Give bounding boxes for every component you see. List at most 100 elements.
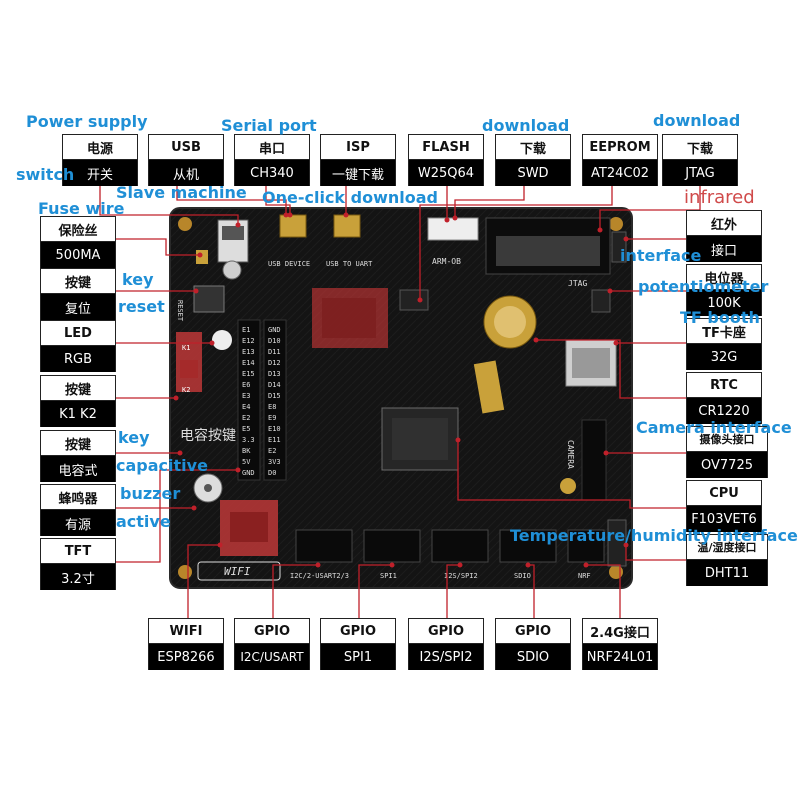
label-top: USB <box>149 135 223 160</box>
label-bottom: OV7725 <box>687 452 767 478</box>
nrf-header <box>567 529 605 563</box>
label-top: LED <box>41 321 115 346</box>
label-top: GPIO <box>321 619 395 644</box>
en-key-reset: key <box>122 270 154 289</box>
label-top: 下载 <box>663 135 737 160</box>
en-switch: switch <box>16 165 75 184</box>
gpio-header-i2c <box>295 529 353 563</box>
usb-uart-connector <box>333 214 361 238</box>
en-interface: interface <box>620 246 702 265</box>
en-one-click-download: One-click download <box>262 188 438 207</box>
tft-pin-label: D13 <box>268 370 281 378</box>
tft-pin-label: E5 <box>242 425 250 433</box>
label-bottom: SPI1 <box>321 644 395 670</box>
label-gpio-sdio: GPIO SDIO <box>495 618 571 670</box>
reset-button <box>193 285 225 313</box>
label-top: RTC <box>687 373 761 398</box>
tft-pin-label: E11 <box>268 436 281 444</box>
label-usb-slave: USB 从机 <box>148 134 224 186</box>
label-bottom: RGB <box>41 346 115 372</box>
mount-hole <box>609 565 623 579</box>
label-reset-key: 按键 复位 <box>40 268 116 320</box>
rgb-led <box>212 330 232 350</box>
label-capacitive-key: 按键 电容式 <box>40 430 116 482</box>
tft-pin-label: GND <box>268 326 281 334</box>
label-keys-k1-k2: 按键 K1 K2 <box>40 375 116 427</box>
tft-pin-label: E14 <box>242 359 255 367</box>
tft-pin-label: 3V3 <box>268 458 281 466</box>
en-potentiometer: potentiometer <box>638 277 769 296</box>
label-buzzer: 蜂鸣器 有源 <box>40 484 116 536</box>
leader-lines <box>99 184 701 620</box>
leader-dots <box>173 212 629 568</box>
label-bottom: NRF24L01 <box>583 644 657 670</box>
label-top: 下载 <box>496 135 570 160</box>
label-potentiometer: 电位器 100K <box>686 264 762 316</box>
gpio-header-i2s <box>431 529 489 563</box>
label-top: 电位器 <box>687 265 761 290</box>
label-swd: 下载 SWD <box>495 134 571 186</box>
mount-hole <box>609 217 623 231</box>
label-top: CPU <box>687 481 761 506</box>
label-top: 温/湿度接口 <box>687 535 767 560</box>
label-bottom: SDIO <box>496 644 570 670</box>
label-bottom: 电容式 <box>41 456 115 482</box>
silk-i2c: I2C/2-USART2/3 <box>290 572 349 580</box>
tft-pin-label: E6 <box>242 381 250 389</box>
tft-pin-label: D12 <box>268 359 281 367</box>
label-gpio-spi1: GPIO SPI1 <box>320 618 396 670</box>
en-download-jtag: download <box>653 111 741 130</box>
label-top: WIFI <box>149 619 223 644</box>
en-serial-port: Serial port <box>221 116 317 135</box>
gpio-header-sdio <box>499 529 557 563</box>
en-fuse-wire: Fuse wire <box>38 199 125 218</box>
tft-pin-label: 5V <box>242 458 251 466</box>
label-top: 红外 <box>687 211 761 236</box>
tft-pin-label: E3 <box>242 392 250 400</box>
en-reset: reset <box>118 297 165 316</box>
silk-k2: K2 <box>182 386 190 394</box>
silk-wifi: WIFI <box>224 565 251 578</box>
label-tf-card: TF卡座 32G <box>686 318 762 370</box>
label-flash: FLASH W25Q64 <box>408 134 484 186</box>
label-top: 摄像头接口 <box>687 427 767 452</box>
label-tft: TFT 3.2寸 <box>40 538 116 590</box>
label-rtc: RTC CR1220 <box>686 372 762 424</box>
silk-nrf: NRF <box>578 572 591 580</box>
flash-chip <box>399 289 429 311</box>
label-bottom: K1 K2 <box>41 401 115 427</box>
label-fuse: 保险丝 500MA <box>40 216 116 268</box>
tft-pin-label: E1 <box>242 326 250 334</box>
silk-spi1: SPI1 <box>380 572 397 580</box>
label-top: 蜂鸣器 <box>41 485 115 510</box>
tft-pin-label: E10 <box>268 425 281 433</box>
label-power-switch: 电源 开关 <box>62 134 138 186</box>
label-bottom: 32G <box>687 344 761 370</box>
label-bottom: W25Q64 <box>409 160 483 186</box>
label-top: 按键 <box>41 431 115 456</box>
label-gpio-i2c: GPIO I2C/USART <box>234 618 310 670</box>
label-jtag: 下载 JTAG <box>662 134 738 186</box>
en-capacitive: capacitive <box>116 456 208 475</box>
en-camera-interface: Camera interface <box>636 418 792 437</box>
silk-arm-ob: ARM-OB <box>432 257 461 266</box>
en-active: active <box>116 512 171 531</box>
mount-hole <box>178 217 192 231</box>
label-bottom: 100K <box>687 290 761 316</box>
label-top: FLASH <box>409 135 483 160</box>
label-bottom: CH340 <box>235 160 309 186</box>
tft-pin-label: E2 <box>268 447 276 455</box>
tft-pin-label: E8 <box>268 403 276 411</box>
label-bottom: 从机 <box>149 160 223 186</box>
silk-usb-to-uart: USB TO UART <box>326 260 373 268</box>
silk-i2s: I2S/SPI2 <box>444 572 478 580</box>
tft-header-right <box>263 319 287 481</box>
label-top: 按键 <box>41 269 115 294</box>
silk-sdio: SDIO <box>514 572 531 580</box>
label-top: 保险丝 <box>41 217 115 242</box>
label-top: 按键 <box>41 376 115 401</box>
crystal <box>473 360 505 414</box>
label-infrared: 红外 接口 <box>686 210 762 262</box>
tft-pin-label: E4 <box>242 403 250 411</box>
